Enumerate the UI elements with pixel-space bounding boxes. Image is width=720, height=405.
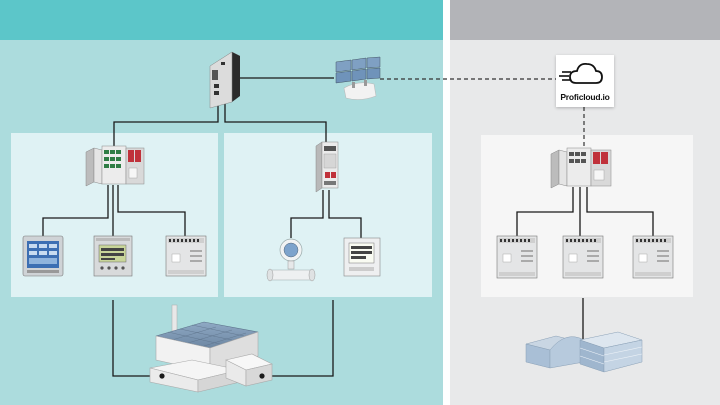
- io-controller: [315, 141, 339, 193]
- cloud-icon: [559, 62, 603, 84]
- office-building: [525, 331, 643, 373]
- cloud-header-band: [450, 0, 720, 40]
- cloud-dashed-links: [380, 78, 585, 148]
- proficloud-box[interactable]: Proficloud.io: [556, 55, 614, 107]
- proficloud-label: Proficloud.io: [560, 92, 610, 102]
- io-module: [165, 235, 207, 277]
- flow-meter: [266, 238, 316, 282]
- cloud-switch-cluster: [550, 147, 612, 189]
- cloud-io-module-2: [562, 235, 604, 279]
- edge-controller: [209, 51, 241, 109]
- switch-controller-cluster: [85, 145, 145, 187]
- cloud-io-module-3: [632, 235, 674, 279]
- factory-plant: [149, 304, 273, 393]
- hmi-touch-panel: [22, 235, 64, 277]
- cloud-io-module-1: [496, 235, 538, 279]
- on-premise-header-band: [0, 0, 443, 40]
- power-meter: [343, 237, 381, 277]
- zone-divider: [443, 0, 450, 405]
- display-meter: [93, 235, 133, 277]
- monitor-wall: [335, 56, 381, 100]
- wire-lines: [42, 77, 654, 377]
